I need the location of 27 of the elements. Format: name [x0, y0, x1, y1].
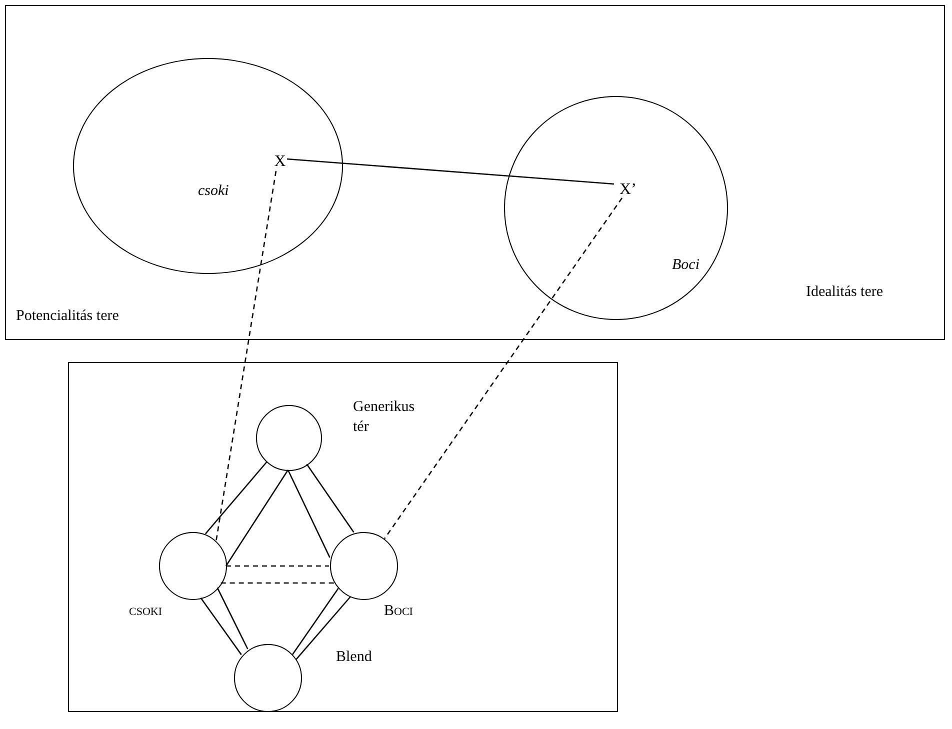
- connector-line: [225, 470, 289, 566]
- point-label: X’: [616, 180, 640, 200]
- connector-line: [296, 596, 351, 660]
- space-content-label: csoki: [198, 182, 229, 201]
- connector-line: [306, 464, 354, 533]
- space-label: Boci: [384, 602, 414, 621]
- dashed-connector: [215, 170, 277, 542]
- space-frame: [5, 5, 945, 340]
- connector-line: [287, 470, 330, 558]
- space-label: Blend: [336, 648, 373, 667]
- connector-line: [200, 597, 242, 656]
- connector-line: [204, 462, 268, 534]
- dashed-connector: [384, 198, 623, 540]
- dashed-connector: [220, 582, 334, 584]
- point-label: X: [270, 152, 290, 172]
- space-label: Potencialitás tere: [16, 307, 119, 326]
- mental-space-ellipse: [73, 58, 343, 274]
- connector-line: [292, 588, 339, 655]
- connector-line: [286, 158, 614, 185]
- mental-space-ellipse: [504, 96, 728, 320]
- space-label: csoki: [129, 602, 164, 621]
- connector-line: [216, 587, 248, 650]
- space-label: Generikus tér: [353, 398, 416, 437]
- space-label: Idealitás tere: [806, 283, 884, 302]
- space-frame: [68, 362, 618, 712]
- dashed-connector: [226, 565, 330, 567]
- space-content-label: Boci: [672, 256, 700, 275]
